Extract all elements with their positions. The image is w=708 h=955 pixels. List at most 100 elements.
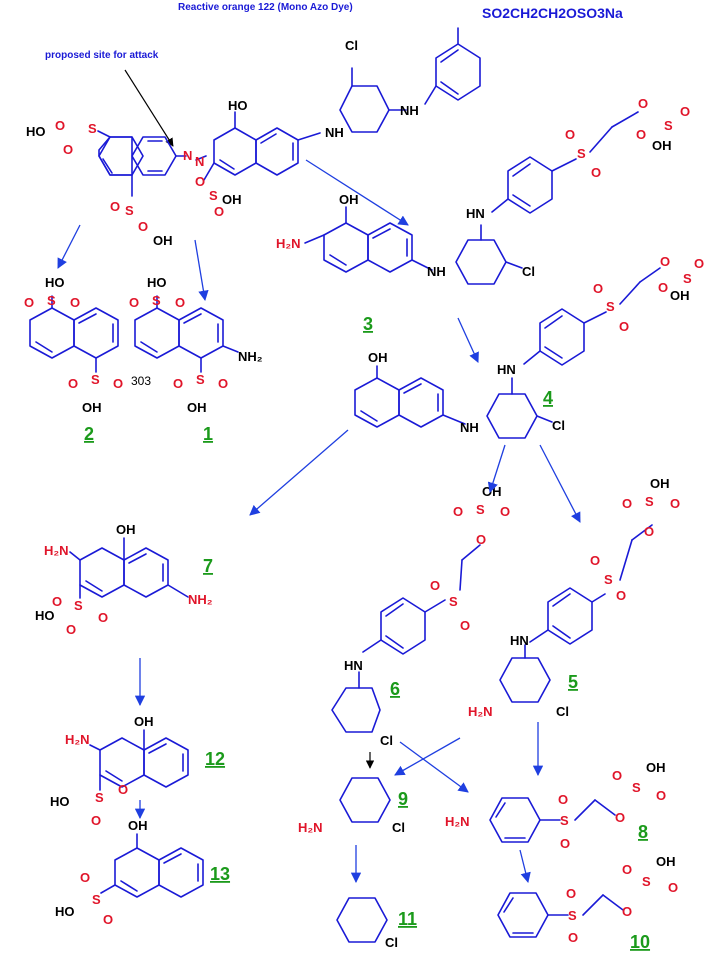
- svg-text:S: S: [74, 598, 83, 613]
- reaction-arrows: [57, 159, 581, 884]
- compound-7-structure: [69, 537, 189, 599]
- atom-ho: HO: [50, 794, 70, 809]
- svg-text:O: O: [615, 810, 625, 825]
- svg-text:O: O: [113, 376, 123, 391]
- svg-text:O: O: [658, 280, 668, 295]
- atom-oh: OH: [116, 522, 136, 537]
- svg-text:S: S: [577, 146, 586, 161]
- arrow-4-to-7: [249, 429, 349, 516]
- title-formula: SO2CH2CH2OSO3Na: [482, 5, 623, 21]
- svg-text:O: O: [70, 295, 80, 310]
- compound-3-structure: [304, 111, 639, 285]
- compound-1-label: 1: [203, 424, 213, 444]
- attack-site-pointer: [124, 69, 174, 147]
- atom-ho: HO: [228, 98, 248, 113]
- atom-oh: OH: [368, 350, 388, 365]
- svg-text:O: O: [52, 594, 62, 609]
- svg-text:S: S: [664, 118, 673, 133]
- compound-9-label: 9: [398, 789, 408, 809]
- svg-text:O: O: [175, 295, 185, 310]
- svg-text:O: O: [670, 496, 680, 511]
- atom-nh: NH: [460, 420, 479, 435]
- arrow-6-to-8: [399, 741, 469, 793]
- compound-10-structure: [497, 892, 624, 938]
- svg-text:S: S: [568, 908, 577, 923]
- svg-text:O: O: [660, 254, 670, 269]
- svg-text:S: S: [91, 372, 100, 387]
- svg-text:O: O: [68, 376, 78, 391]
- atom-oh: OH: [339, 192, 359, 207]
- atom-nh: NH: [427, 264, 446, 279]
- svg-text:O: O: [593, 281, 603, 296]
- svg-text:O: O: [430, 578, 440, 593]
- atom-ho: HO: [147, 275, 167, 290]
- svg-text:S: S: [88, 121, 97, 136]
- svg-text:O: O: [218, 376, 228, 391]
- svg-text:O: O: [622, 496, 632, 511]
- compound-4-label: 4: [543, 388, 553, 408]
- svg-text:O: O: [63, 142, 73, 157]
- svg-text:O: O: [103, 912, 113, 927]
- svg-text:S: S: [632, 780, 641, 795]
- svg-text:S: S: [47, 293, 56, 308]
- svg-text:O: O: [476, 532, 486, 547]
- atom-oh: OH: [187, 400, 207, 415]
- compound-6-label: 6: [390, 679, 400, 699]
- svg-text:S: S: [125, 203, 134, 218]
- atom-cl: Cl: [522, 264, 535, 279]
- compound-10-label: 10: [630, 932, 650, 952]
- arrow-5-to-9: [394, 737, 461, 776]
- atom-oh: OH: [656, 854, 676, 869]
- atom-ho: HO: [35, 608, 55, 623]
- atom-nh2: NH₂: [188, 592, 213, 607]
- atom-h2n: H₂N: [44, 543, 69, 558]
- compound-5-label: 5: [568, 672, 578, 692]
- atom-nh: NH: [325, 125, 344, 140]
- svg-text:S: S: [476, 502, 485, 517]
- svg-text:O: O: [668, 880, 678, 895]
- svg-text:O: O: [118, 782, 128, 797]
- svg-text:O: O: [214, 204, 224, 219]
- arrow-dye-to-1: [194, 239, 209, 302]
- compound-2-label: 2: [84, 424, 94, 444]
- arrow-3-to-4: [457, 317, 479, 363]
- svg-text:O: O: [195, 174, 205, 189]
- atom-hn: HN: [466, 206, 485, 221]
- compound-13-label: 13: [210, 864, 230, 884]
- svg-text:O: O: [500, 504, 510, 519]
- arrow-4-to-5: [539, 444, 581, 523]
- svg-text:O: O: [638, 96, 648, 111]
- arrow-dye-to-3: [305, 159, 409, 226]
- atom-ho: HO: [45, 275, 65, 290]
- svg-text:N: N: [183, 148, 192, 163]
- stray-number: 303: [131, 374, 151, 388]
- svg-text:S: S: [196, 372, 205, 387]
- atom-oh: OH: [222, 192, 242, 207]
- atom-h2n: H₂N: [298, 820, 323, 835]
- atom-cl: Cl: [345, 38, 358, 53]
- svg-text:S: S: [604, 572, 613, 587]
- svg-text:O: O: [80, 870, 90, 885]
- compound-4-structure: [354, 267, 661, 439]
- atom-ho: HO: [55, 904, 75, 919]
- svg-text:O: O: [680, 104, 690, 119]
- atom-nh: NH: [400, 103, 419, 118]
- svg-text:O: O: [138, 219, 148, 234]
- atom-ho: HO: [26, 124, 46, 139]
- atom-cl: Cl: [392, 820, 405, 835]
- svg-text:O: O: [173, 376, 183, 391]
- svg-text:O: O: [568, 930, 578, 945]
- svg-text:O: O: [55, 118, 65, 133]
- compound-13-structure: [100, 833, 204, 898]
- svg-text:O: O: [612, 768, 622, 783]
- atom-oh: OH: [134, 714, 154, 729]
- svg-text:O: O: [644, 524, 654, 539]
- atom-h2n: H₂N: [65, 732, 90, 747]
- svg-text:O: O: [110, 199, 120, 214]
- atom-oh: OH: [82, 400, 102, 415]
- svg-text:O: O: [591, 165, 601, 180]
- svg-text:O: O: [98, 610, 108, 625]
- svg-text:O: O: [460, 618, 470, 633]
- atom-cl: Cl: [380, 733, 393, 748]
